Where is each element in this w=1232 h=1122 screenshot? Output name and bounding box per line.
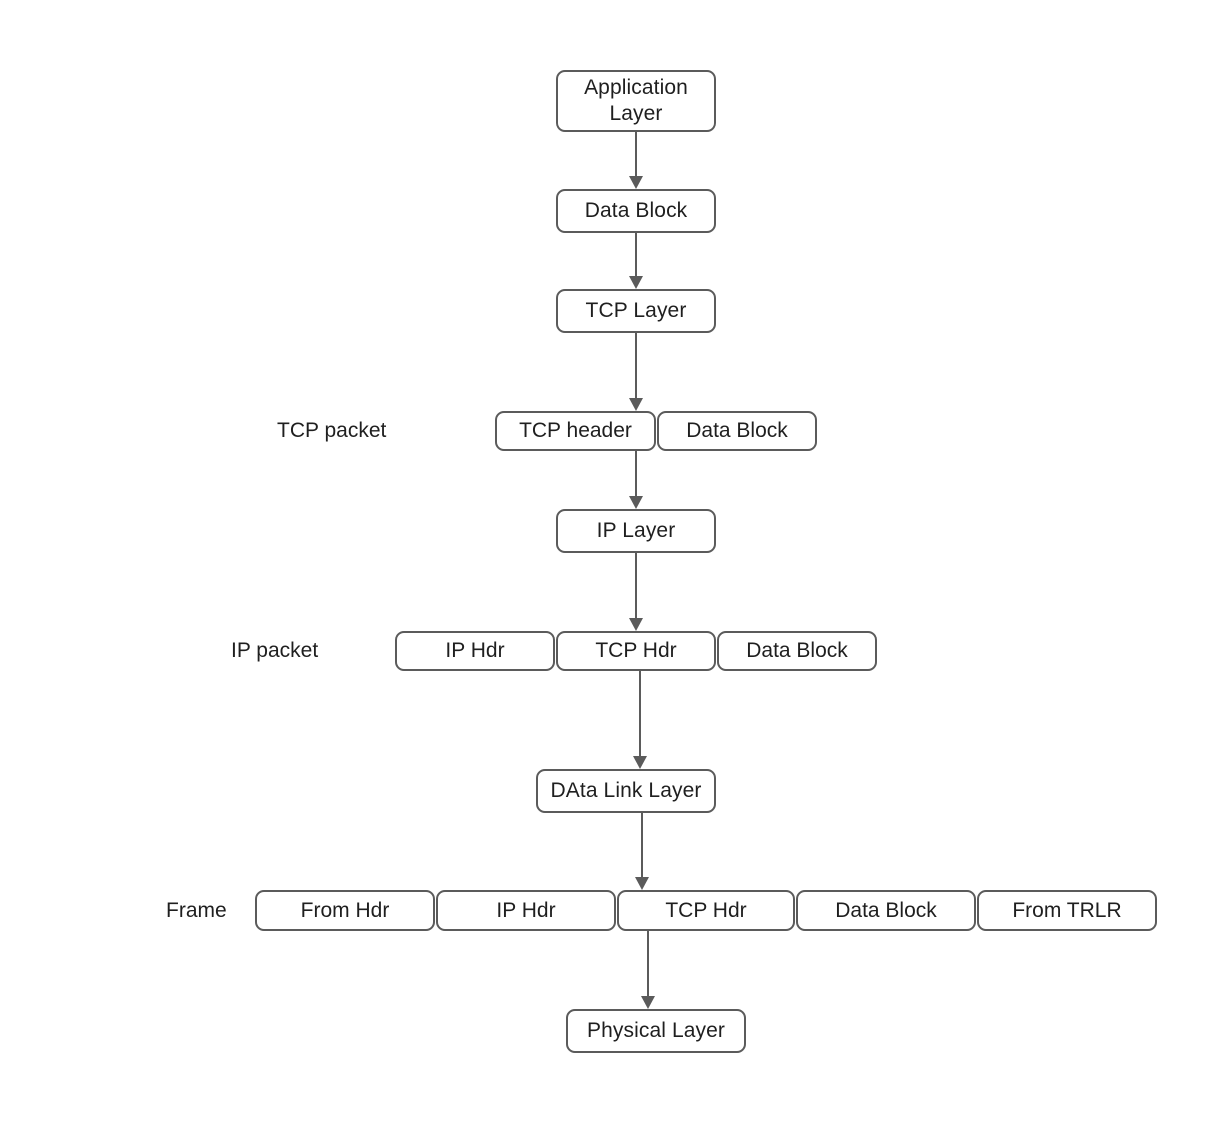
packet-label-ip-packet: IP packet <box>231 639 319 662</box>
arrow-head-icon <box>641 996 655 1009</box>
arrow-head-icon <box>629 496 643 509</box>
node-label: TCP Layer <box>585 299 687 323</box>
arrow-shaft <box>635 553 637 618</box>
arrow-ip-packet-to-data-link-layer <box>630 671 650 769</box>
node-label: Data Block <box>584 199 688 223</box>
packet-label-frame: Frame <box>166 899 227 922</box>
packet-segment-frame-from-trlr[interactable]: From TRLR <box>977 890 1157 931</box>
arrow-ip-layer-to-ip-packet <box>626 553 646 631</box>
arrow-head-icon <box>629 618 643 631</box>
arrow-head-icon <box>629 176 643 189</box>
node-physical-layer[interactable]: Physical Layer <box>566 1009 746 1053</box>
packet-segment-tcp-payload-data-block[interactable]: Data Block <box>657 411 817 451</box>
arrow-shaft <box>635 333 637 398</box>
packet-segment-frame-from-hdr[interactable]: From Hdr <box>255 890 435 931</box>
arrow-shaft <box>635 132 637 176</box>
node-tcp-layer[interactable]: TCP Layer <box>556 289 716 333</box>
packet-segment-ip-hdr[interactable]: IP Hdr <box>395 631 555 671</box>
arrow-head-icon <box>629 398 643 411</box>
packet-segment-ip-tcp-hdr[interactable]: TCP Hdr <box>556 631 716 671</box>
arrow-head-icon <box>633 756 647 769</box>
arrow-shaft <box>635 451 637 496</box>
node-ip-layer[interactable]: IP Layer <box>556 509 716 553</box>
arrow-frame-to-physical-layer <box>638 931 658 1009</box>
node-label: Physical Layer <box>587 1019 725 1043</box>
arrow-tcp-packet-to-ip-layer <box>626 451 646 509</box>
node-data-link-layer[interactable]: DAta Link Layer <box>536 769 716 813</box>
arrow-data-link-layer-to-frame <box>632 813 652 890</box>
packet-label-tcp-packet: TCP packet <box>277 419 387 442</box>
packet-segment-tcp-header[interactable]: TCP header <box>495 411 656 451</box>
node-data-block[interactable]: Data Block <box>556 189 716 233</box>
arrow-shaft <box>641 813 643 877</box>
node-label: DAta Link Layer <box>550 779 702 803</box>
packet-segment-ip-data-block[interactable]: Data Block <box>717 631 877 671</box>
arrow-head-icon <box>635 877 649 890</box>
arrow-shaft <box>635 233 637 276</box>
arrow-shaft <box>647 931 649 996</box>
arrow-head-icon <box>629 276 643 289</box>
node-label: IP Layer <box>596 519 676 543</box>
arrow-tcp-layer-to-tcp-packet <box>626 333 646 411</box>
packet-segment-frame-ip-hdr[interactable]: IP Hdr <box>436 890 616 931</box>
arrow-shaft <box>639 671 641 756</box>
packet-segment-frame-data-block[interactable]: Data Block <box>796 890 976 931</box>
packet-segment-frame-tcp-hdr[interactable]: TCP Hdr <box>617 890 795 931</box>
arrow-application-to-data-block <box>626 132 646 189</box>
arrow-data-block-to-tcp-layer <box>626 233 646 289</box>
